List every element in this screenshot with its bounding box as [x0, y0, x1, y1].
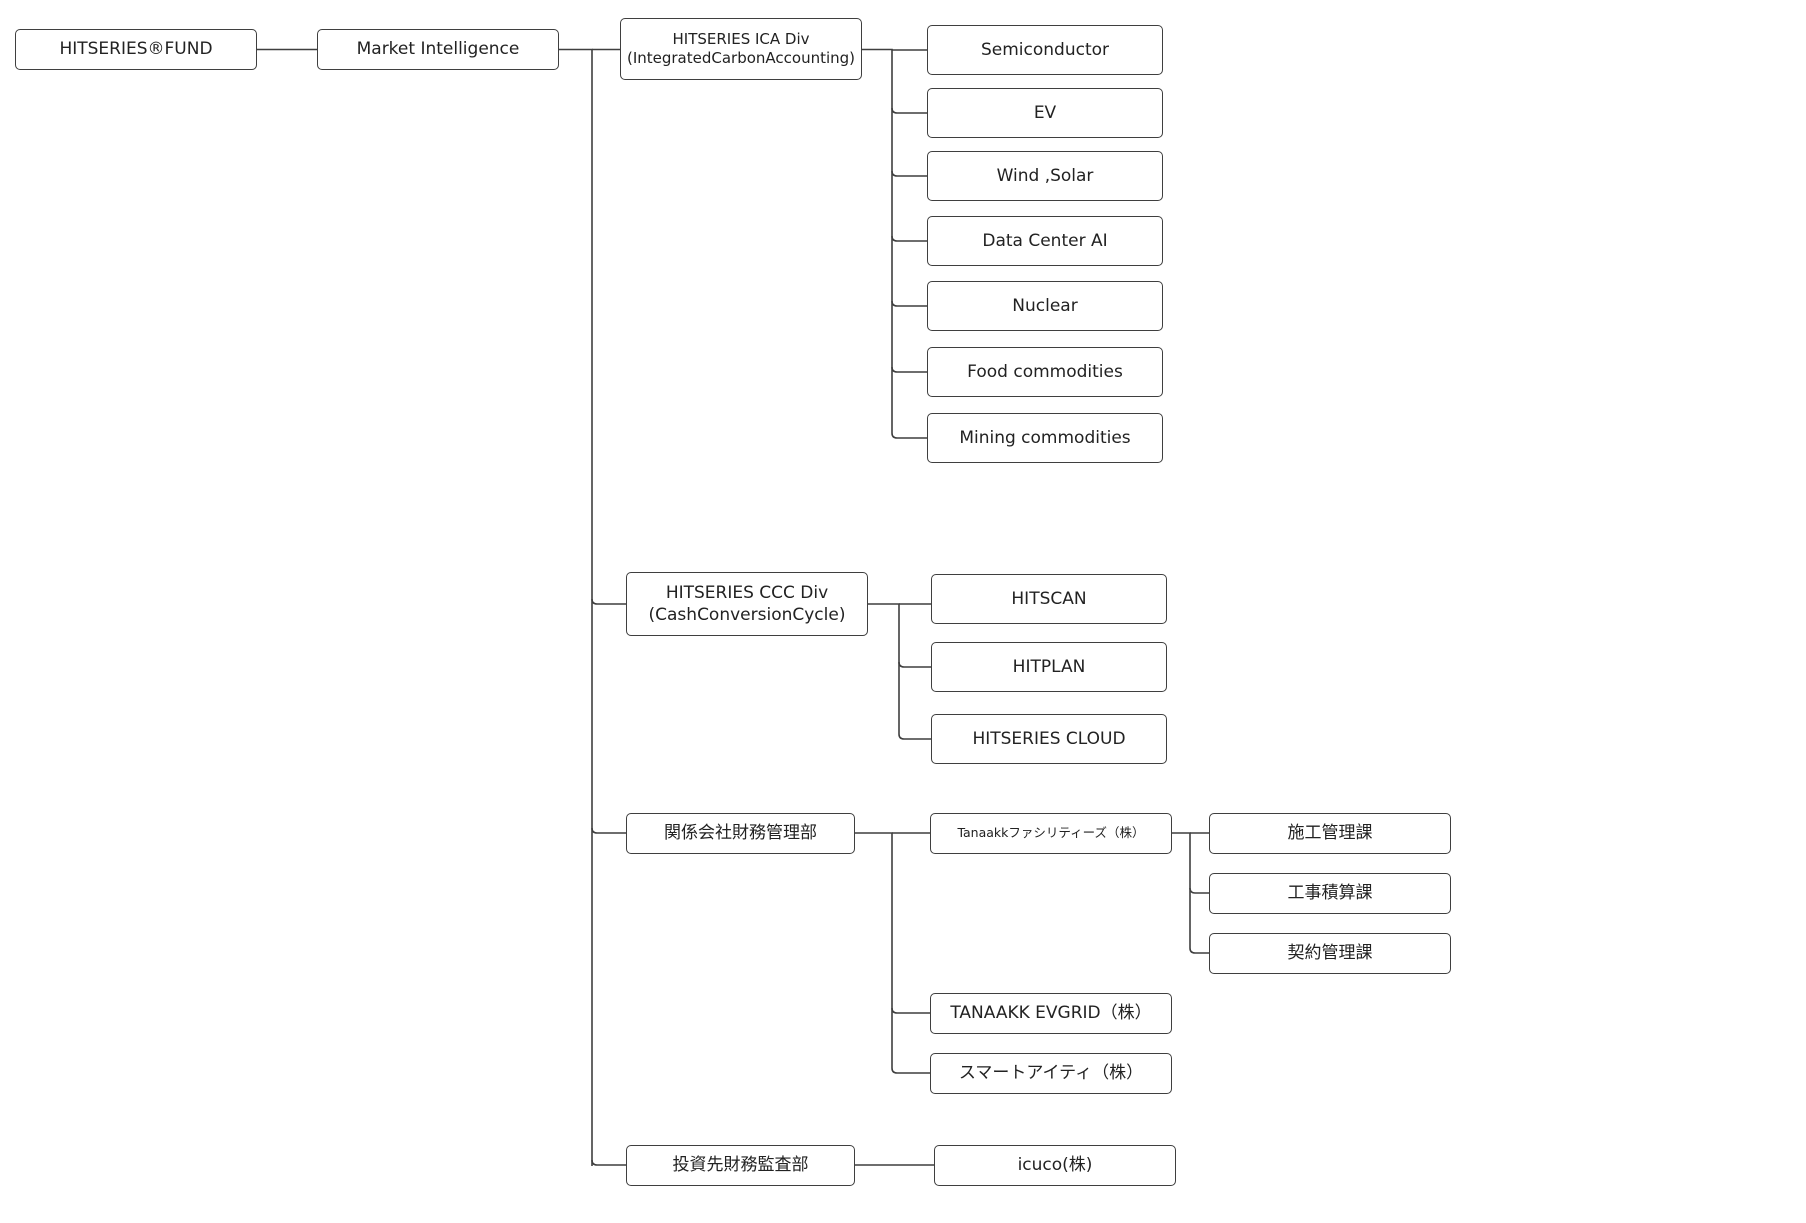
- edge-trunk-affiliate: [591, 827, 626, 834]
- node-ica-div: HITSERIES ICA Div (IntegratedCarbonAccou…: [620, 18, 862, 80]
- node-mining-commodities-label: Mining commodities: [959, 427, 1131, 448]
- node-semiconductor: Semiconductor: [927, 25, 1163, 75]
- node-ica-div-line1: HITSERIES ICA Div: [672, 29, 810, 48]
- node-hitscan-label: HITSCAN: [1011, 588, 1087, 609]
- node-food-commodities: Food commodities: [927, 347, 1163, 397]
- node-construction-mgmt: 施工管理課: [1209, 813, 1451, 854]
- edge-facilities-estimation: [1189, 887, 1209, 894]
- node-icuco: icuco(株): [934, 1145, 1176, 1186]
- edge-ica-data-center: [891, 235, 927, 242]
- node-smart-ity: スマートアイティ（株）: [930, 1053, 1172, 1094]
- node-hitscan: HITSCAN: [931, 574, 1167, 624]
- node-contract-mgmt-label: 契約管理課: [1287, 943, 1373, 964]
- node-cost-estimation-label: 工事積算課: [1287, 883, 1373, 904]
- node-investee-audit-label: 投資先財務監査部: [672, 1155, 809, 1176]
- node-affiliate-finance: 関係会社財務管理部: [626, 813, 855, 854]
- edge-ccc-hitplan: [898, 661, 931, 668]
- node-tanaakk-evgrid-label: TANAAKK EVGRID（株）: [950, 1003, 1152, 1024]
- node-cost-estimation: 工事積算課: [1209, 873, 1451, 914]
- node-tanaakk-evgrid: TANAAKK EVGRID（株）: [930, 993, 1172, 1034]
- node-construction-mgmt-label: 施工管理課: [1287, 823, 1373, 844]
- node-semiconductor-label: Semiconductor: [980, 39, 1110, 60]
- edge-ica-children: [862, 48, 927, 439]
- node-hitplan-label: HITPLAN: [1012, 656, 1086, 677]
- node-affiliate-finance-label: 関係会社財務管理部: [664, 823, 817, 844]
- node-smart-ity-label: スマートアイティ（株）: [958, 1063, 1144, 1084]
- node-hitseries-cloud: HITSERIES CLOUD: [931, 714, 1167, 764]
- node-tanaakk-facilities: Tanaakkファシリティーズ（株）: [930, 813, 1172, 854]
- edge-ccc-children: [868, 603, 931, 740]
- node-root-label: HITSERIES®FUND: [59, 39, 213, 60]
- node-wind-solar: Wind ,Solar: [927, 151, 1163, 201]
- node-nuclear: Nuclear: [927, 281, 1163, 331]
- node-data-center-ai: Data Center AI: [927, 216, 1163, 266]
- edge-facilities-children: [1172, 832, 1209, 954]
- edge-ica-wind-solar: [891, 170, 927, 177]
- node-ccc-div: HITSERIES CCC Div (CashConversionCycle): [626, 572, 868, 636]
- node-mining-commodities: Mining commodities: [927, 413, 1163, 463]
- node-hitplan: HITPLAN: [931, 642, 1167, 692]
- node-investee-audit: 投資先財務監査部: [626, 1145, 855, 1186]
- edge-ica-food: [891, 366, 927, 373]
- node-contract-mgmt: 契約管理課: [1209, 933, 1451, 974]
- node-root: HITSERIES®FUND: [15, 29, 257, 70]
- node-tanaakk-facilities-label: Tanaakkファシリティーズ（株）: [957, 825, 1145, 841]
- node-wind-solar-label: Wind ,Solar: [996, 165, 1094, 186]
- node-market-intelligence-label: Market Intelligence: [356, 39, 520, 60]
- edge-market-trunk: [559, 48, 593, 1166]
- edge-trunk-ccc: [591, 598, 626, 605]
- node-hitseries-cloud-label: HITSERIES CLOUD: [972, 728, 1126, 749]
- node-ev-label: EV: [1033, 102, 1057, 123]
- node-ica-div-line2: (IntegratedCarbonAccounting): [626, 49, 856, 67]
- node-market-intelligence: Market Intelligence: [317, 29, 559, 70]
- node-nuclear-label: Nuclear: [1012, 295, 1078, 316]
- edge-trunk-audit: [591, 1159, 626, 1166]
- node-ev: EV: [927, 88, 1163, 138]
- node-ccc-div-line1: HITSERIES CCC Div: [665, 582, 829, 603]
- node-icuco-label: icuco(株): [1017, 1155, 1093, 1176]
- edge-ica-ev: [891, 107, 927, 114]
- node-data-center-ai-label: Data Center AI: [982, 230, 1108, 251]
- edge-ica-nuclear: [891, 300, 927, 307]
- edge-affiliate-children: [855, 832, 930, 1074]
- node-food-commodities-label: Food commodities: [967, 361, 1123, 382]
- edge-affiliate-evgrid: [891, 1007, 930, 1014]
- node-ccc-div-line2: (CashConversionCycle): [648, 605, 846, 625]
